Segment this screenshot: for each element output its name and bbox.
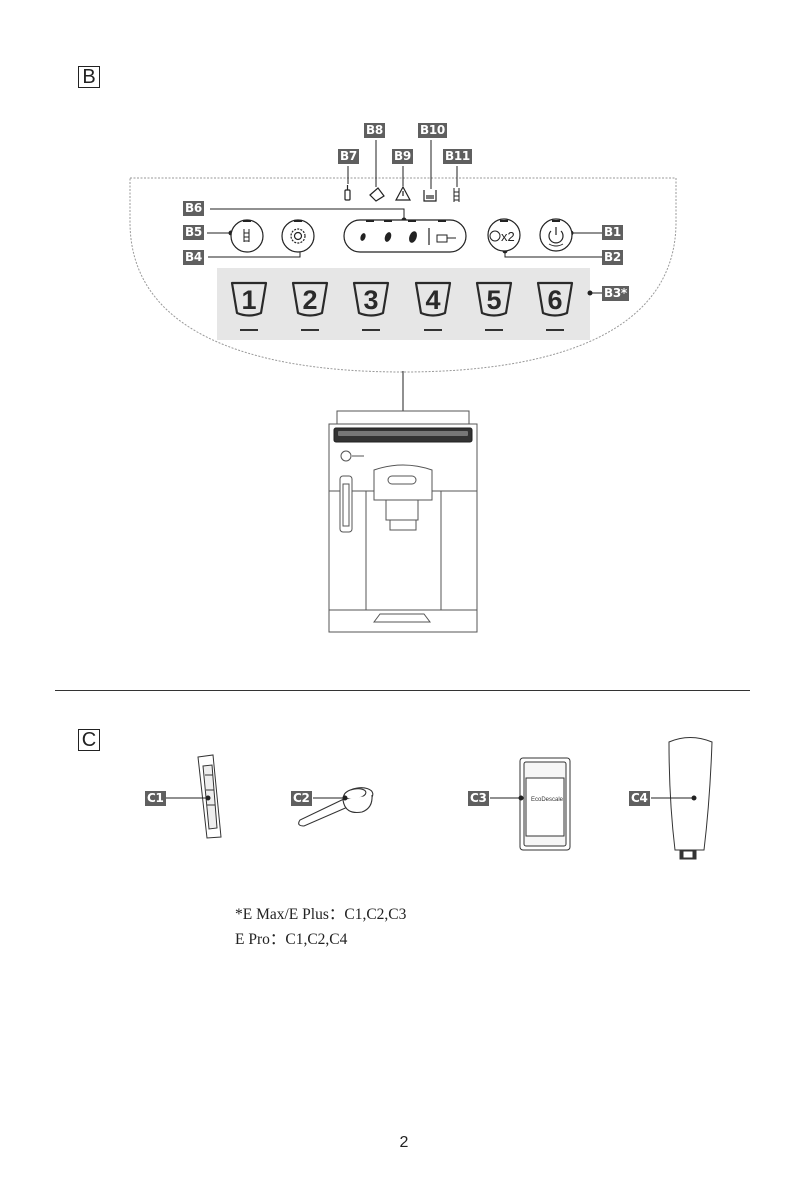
page-number: 2 — [0, 1134, 808, 1152]
cup-tilt-icon — [370, 188, 384, 201]
label-b10: B10 — [418, 123, 447, 138]
note-line-2: E Pro：C1,C2,C4 — [235, 927, 347, 949]
power-button — [540, 219, 572, 251]
double-label: x2 — [501, 229, 515, 244]
strength-selector — [344, 220, 466, 252]
rinse-button — [231, 220, 263, 252]
label-b2: B2 — [602, 250, 623, 265]
label-b3: B3* — [602, 286, 629, 301]
water-tank-icon — [345, 185, 350, 200]
descaler-brand: EcoDescale — [531, 797, 564, 803]
section-divider — [55, 690, 750, 691]
drink-button-number: 6 — [547, 285, 562, 315]
drink-button-number: 2 — [302, 285, 317, 315]
coffee-machine — [329, 411, 477, 632]
descaler-pack — [520, 758, 570, 850]
note-line-1: *E Max/E Plus：C1,C2,C3 — [235, 902, 406, 924]
drink-button-number: 1 — [241, 285, 256, 315]
drink-button-number: 3 — [363, 285, 378, 315]
label-c4: C4 — [629, 791, 650, 806]
drip-tray-icon — [424, 190, 436, 201]
label-b5: B5 — [183, 225, 204, 240]
label-b1: B1 — [602, 225, 623, 240]
label-c1: C1 — [145, 791, 166, 806]
label-b4: B4 — [183, 250, 204, 265]
label-b11: B11 — [443, 149, 472, 164]
drink-button-number: 4 — [425, 285, 440, 315]
section-c-marker: C — [78, 729, 100, 751]
label-b7: B7 — [338, 149, 359, 164]
label-c2: C2 — [291, 791, 312, 806]
warning-icon — [396, 187, 410, 200]
label-b9: B9 — [392, 149, 413, 164]
drink-button-number: 5 — [486, 285, 501, 315]
label-c3: C3 — [468, 791, 489, 806]
settings-button — [282, 220, 314, 252]
cleaning-icon — [454, 188, 459, 202]
label-b8: B8 — [364, 123, 385, 138]
label-b6: B6 — [183, 201, 204, 216]
drink-buttons-band — [217, 268, 590, 340]
